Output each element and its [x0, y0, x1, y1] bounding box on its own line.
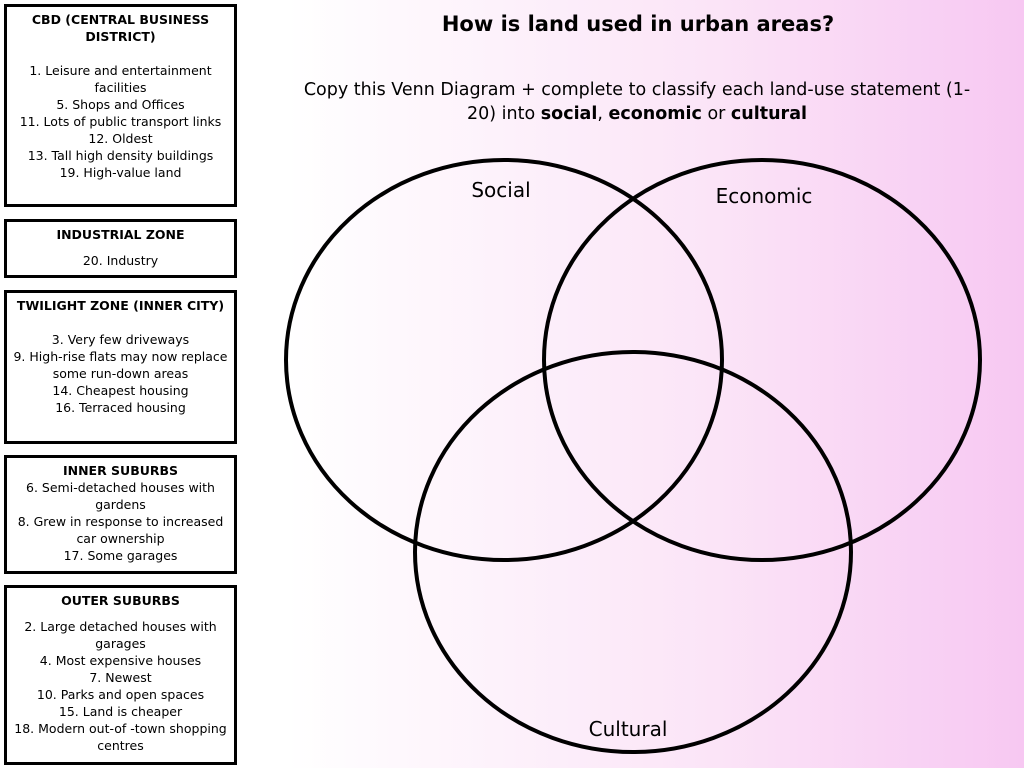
venn-label-economic: Economic: [716, 184, 813, 208]
zone-item: 11. Lots of public transport links: [19, 114, 222, 129]
venn-circle-economic: [542, 158, 982, 562]
zone-box-industrial: INDUSTRIAL ZONE 20. Industry: [4, 219, 237, 278]
zone-item: 15. Land is cheaper: [58, 704, 183, 719]
venn-circle-cultural: [413, 350, 853, 754]
zone-item: 7. Newest: [89, 670, 152, 685]
zone-item: 12. Oldest: [88, 131, 153, 146]
venn-circle-social: [284, 158, 724, 562]
zone-item: 20. Industry: [82, 253, 159, 268]
zone-heading-cbd: CBD (CENTRAL BUSINESS DISTRICT): [31, 12, 210, 44]
instructions-text: Copy this Venn Diagram + complete to cla…: [303, 80, 971, 124]
venn-label-social: Social: [471, 178, 530, 202]
zone-item: 6. Semi-detached houses with gardens: [26, 480, 215, 512]
zone-item: 9. High-rise flats may now replace some …: [13, 349, 228, 381]
zone-box-outer-suburbs: OUTER SUBURBS 2. Large detached houses w…: [4, 585, 237, 765]
zone-item: 16. Terraced housing: [55, 400, 186, 415]
zone-heading-outer-suburbs: OUTER SUBURBS: [61, 593, 180, 608]
instructions-economic: economic: [608, 104, 702, 124]
venn-label-cultural: Cultural: [589, 717, 668, 741]
zone-item: 5. Shops and Offices: [56, 97, 185, 112]
zone-item: 10. Parks and open spaces: [36, 687, 205, 702]
zone-item: 17. Some garages: [63, 548, 178, 563]
zone-item: 1. Leisure and entertainment facilities: [29, 63, 212, 95]
zone-item: 18. Modern out-of -town shopping centres: [14, 721, 227, 753]
zone-item: 8. Grew in response to increased car own…: [17, 514, 224, 546]
zone-heading-inner-suburbs: INNER SUBURBS: [62, 463, 179, 478]
zone-box-inner-suburbs: INNER SUBURBS 6. Semi-detached houses wi…: [4, 455, 237, 574]
page-title: How is land used in urban areas?: [441, 12, 835, 36]
instructions-social: social: [540, 104, 598, 124]
zone-item: 2. Large detached houses with garages: [24, 619, 217, 651]
instructions-cultural: cultural: [730, 104, 807, 124]
instructions-comma: ,: [597, 104, 609, 124]
zone-item: 4. Most expensive houses: [39, 653, 202, 668]
instructions-or: or: [701, 104, 731, 124]
zone-heading-twilight: TWILIGHT ZONE (INNER CITY): [16, 298, 225, 313]
zone-item: 13. Tall high density buildings: [27, 148, 214, 163]
zone-item: 19. High-value land: [59, 165, 182, 180]
zone-box-cbd: CBD (CENTRAL BUSINESS DISTRICT) 1. Leisu…: [4, 4, 237, 207]
instructions: Copy this Venn Diagram + complete to cla…: [290, 78, 984, 126]
zone-item: 14. Cheapest housing: [52, 383, 189, 398]
zone-item: 3. Very few driveways: [51, 332, 190, 347]
zone-box-twilight: TWILIGHT ZONE (INNER CITY) 3. Very few d…: [4, 290, 237, 444]
zone-heading-industrial: INDUSTRIAL ZONE: [56, 227, 185, 242]
